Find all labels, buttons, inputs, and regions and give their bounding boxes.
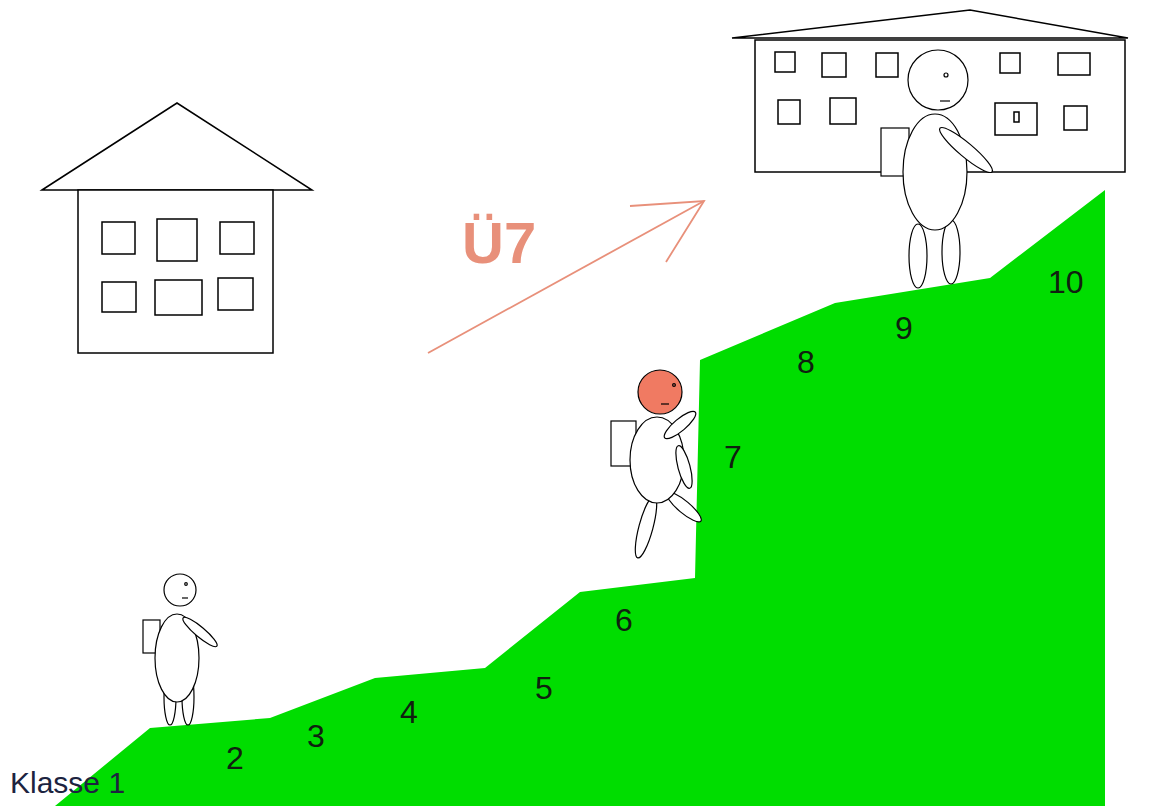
hill bbox=[55, 190, 1105, 806]
grade-number: 5 bbox=[535, 672, 553, 704]
grade-number: 8 bbox=[797, 346, 815, 378]
grade-number: 3 bbox=[307, 720, 325, 752]
small-pupil-figure bbox=[143, 574, 220, 725]
climbing-pupil-figure bbox=[611, 370, 705, 560]
primary-school-house bbox=[42, 103, 312, 353]
grade-number: 9 bbox=[895, 312, 913, 344]
class-label: Klasse 1 bbox=[10, 768, 125, 798]
transition-label: Ü7 bbox=[462, 214, 536, 272]
progress-arrow bbox=[428, 201, 704, 353]
grade-number: 2 bbox=[226, 742, 244, 774]
grade-number: 6 bbox=[615, 604, 633, 636]
grade-number: 10 bbox=[1048, 266, 1084, 298]
grade-number: 7 bbox=[724, 441, 742, 473]
big-pupil-figure bbox=[881, 50, 997, 288]
grade-number: 4 bbox=[400, 696, 418, 728]
